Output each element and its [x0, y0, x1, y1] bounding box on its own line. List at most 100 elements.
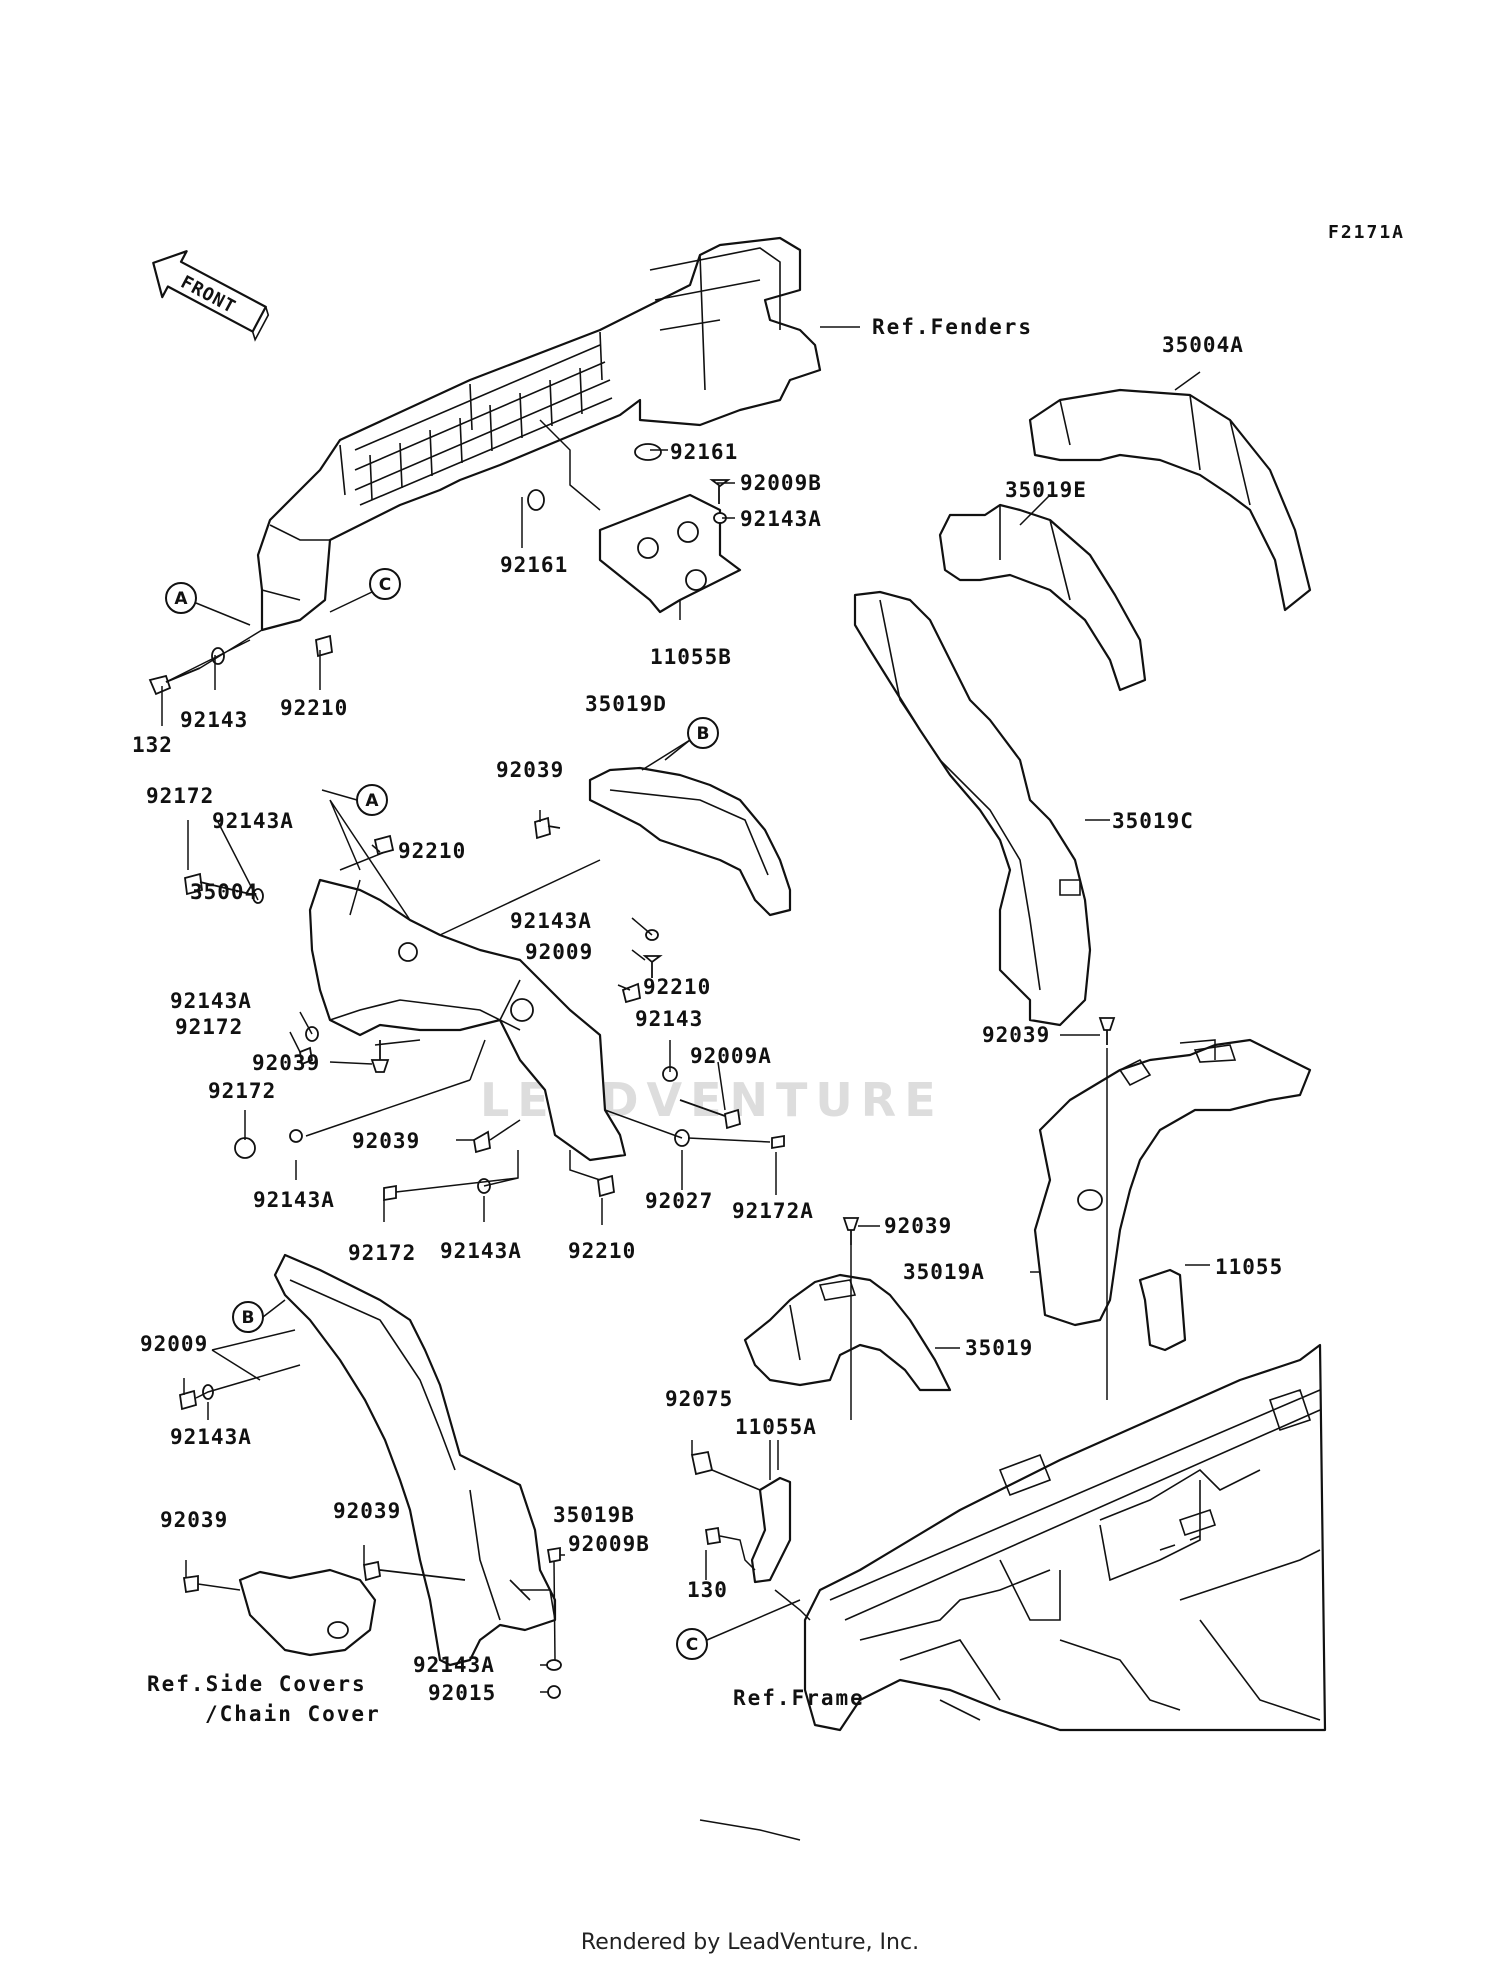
part-label-35019: 35019: [965, 1336, 1033, 1360]
fender-35019B: [273, 1253, 557, 1667]
svg-text:A: A: [174, 589, 188, 609]
fender-35019C: [853, 590, 1092, 1027]
part-label-35019D: 35019D: [585, 692, 667, 716]
nut-92210-icon: [621, 982, 642, 1004]
clip-92039-icon: [362, 1560, 466, 1582]
part-label-92027: 92027: [645, 1189, 713, 1213]
part-label-92143A: 92143A: [440, 1239, 522, 1263]
part-label-35019C: 35019C: [1112, 809, 1194, 833]
svg-text:B: B: [242, 1308, 255, 1328]
washer-92143A-icon: [252, 888, 264, 904]
part-label-35004: 35004: [190, 880, 258, 904]
svg-text:B: B: [697, 724, 710, 744]
bolt-92172A-icon: [771, 1134, 785, 1150]
fender-35019E: [938, 503, 1147, 692]
clip-92039-icon: [1098, 1017, 1116, 1045]
bracket-11055: [1138, 1268, 1187, 1352]
nut-92015-icon: [547, 1685, 561, 1699]
part-label-92009B: 92009B: [740, 471, 822, 495]
part-label-35004A: 35004A: [1162, 333, 1244, 357]
part-label-92172: 92172: [208, 1079, 276, 1103]
clip-92075-icon: [690, 1450, 714, 1476]
washer-92143A-icon: [546, 1659, 562, 1671]
part-label-92075: 92075: [665, 1387, 733, 1411]
ref-side-covers-label: Ref.Side Covers: [147, 1672, 367, 1696]
part-label-92143A: 92143A: [170, 1425, 252, 1449]
nut-92210-icon: [597, 1174, 615, 1198]
fender-35019D: [588, 766, 792, 917]
part-label-35019E: 35019E: [1005, 478, 1087, 502]
part-label-92039: 92039: [333, 1499, 401, 1523]
bracket-11055A: [750, 1476, 792, 1584]
callout-C-top: C: [329, 568, 401, 613]
fender-35004A: [1028, 388, 1312, 612]
part-label-92009B: 92009B: [568, 1532, 650, 1556]
part-label-92143A: 92143A: [253, 1188, 335, 1212]
part-label-92015: 92015: [428, 1681, 496, 1705]
callout-B-mid: B: [664, 717, 719, 761]
part-label-92039: 92039: [884, 1214, 952, 1238]
bolt-132-icon: [148, 667, 201, 696]
washer-92143A-icon: [289, 1129, 303, 1143]
svg-text:C: C: [686, 1635, 698, 1655]
nut-92210-icon: [315, 634, 333, 658]
footer-credit: Rendered by LeadVenture, Inc.: [580, 1930, 920, 1955]
washer-92161-icon: [527, 489, 545, 511]
bolt-92009-icon: [178, 1389, 198, 1411]
part-label-11055A: 11055A: [735, 1415, 817, 1439]
front-arrow-icon: FRONT: [152, 250, 270, 342]
frame: [803, 1343, 1327, 1732]
part-label-130: 130: [687, 1578, 728, 1602]
part-label-92039: 92039: [252, 1051, 320, 1075]
bolt-92009B-icon: [546, 1546, 561, 1564]
bolt-92009A-icon: [679, 1099, 741, 1130]
callout-C-bottom: C: [676, 1599, 801, 1660]
part-label-92172: 92172: [348, 1241, 416, 1265]
ref-chain-cover-label: /Chain Cover: [205, 1702, 381, 1726]
nut-92210-icon: [373, 834, 395, 856]
bolt-92009-icon: [642, 955, 663, 978]
part-label-92143A: 92143A: [170, 989, 252, 1013]
ref-fenders-label: Ref.Fenders: [872, 315, 1033, 339]
part-label-92172A: 92172A: [732, 1199, 814, 1223]
part-label-35019A: 35019A: [903, 1260, 985, 1284]
part-label-92210: 92210: [568, 1239, 636, 1263]
part-label-92210: 92210: [643, 975, 711, 999]
clip-92039-icon: [370, 1040, 390, 1073]
part-label-92161: 92161: [500, 553, 568, 577]
fender-35004: [308, 878, 627, 1162]
part-label-92009: 92009: [140, 1332, 208, 1356]
part-label-92172: 92172: [175, 1015, 243, 1039]
part-label-92143A: 92143A: [510, 909, 592, 933]
nut-130-icon: [704, 1526, 722, 1546]
svg-text:A: A: [365, 791, 379, 811]
clip-92039-icon: [473, 1130, 491, 1154]
part-label-92009: 92009: [525, 940, 593, 964]
part-label-92143: 92143: [180, 708, 248, 732]
part-label-92161: 92161: [670, 440, 738, 464]
clip-92039-icon: [534, 816, 561, 840]
bolt-92172-icon: [298, 1046, 314, 1066]
bracket-11055B: [539, 419, 742, 614]
bolt-92172-icon: [184, 872, 251, 896]
part-label-35019B: 35019B: [553, 1503, 635, 1527]
part-label-92143A: 92143A: [413, 1653, 495, 1677]
callout-A-top: A: [165, 582, 251, 626]
part-label-92039: 92039: [352, 1129, 420, 1153]
part-label-92039: 92039: [982, 1023, 1050, 1047]
part-label-92009A: 92009A: [690, 1044, 772, 1068]
part-label-92172: 92172: [146, 784, 214, 808]
part-label-92210: 92210: [280, 696, 348, 720]
part-label-11055B: 11055B: [650, 645, 732, 669]
washer-92161-icon: [634, 443, 662, 461]
clip-92039-icon: [842, 1217, 860, 1245]
front-grille-guard: [256, 236, 822, 632]
part-label-92143A: 92143A: [212, 809, 294, 833]
part-label-92039: 92039: [160, 1508, 228, 1532]
guard-35019: [743, 1273, 952, 1392]
part-label-92143A: 92143A: [740, 507, 822, 531]
callout-A-mid: A: [321, 784, 388, 816]
callout-B-bottom: B: [232, 1299, 286, 1333]
clip-92172-icon: [234, 1137, 256, 1159]
